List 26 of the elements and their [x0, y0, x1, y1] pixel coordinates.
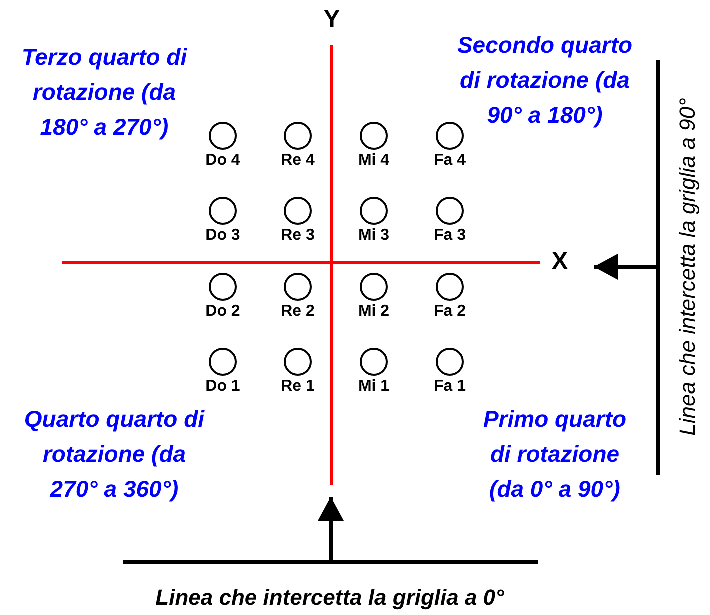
circle-label: Do 1 — [204, 378, 242, 396]
circle-label: Mi 4 — [357, 152, 391, 170]
circle-label: Do 4 — [204, 152, 242, 170]
line-caption: Linea che intercetta la griglia a 90° — [675, 98, 701, 436]
line-caption: Linea che intercetta la griglia a 0° — [154, 584, 506, 612]
circle-label: Fa 1 — [432, 378, 467, 396]
quadrant-label: Primo quarto di rotazione (da 0° a 90°) — [482, 405, 628, 504]
arrow — [318, 497, 344, 560]
circle-label: Re 2 — [280, 303, 316, 321]
quadrant-label: Terzo quarto di rotazione (da 180° a 270°) — [20, 43, 188, 142]
quadrant-label: Quarto quarto di rotazione (da 270° a 360°) — [23, 405, 206, 504]
arrow — [594, 254, 656, 280]
axis-label: Y — [322, 6, 341, 34]
circle-label: Re 3 — [280, 227, 316, 245]
quadrant-label: Secondo quarto di rotazione (da 90° a 180°) — [456, 31, 634, 130]
circle-label: Re 4 — [280, 152, 316, 170]
axis-label: X — [550, 248, 569, 276]
circle-label: Re 1 — [280, 378, 316, 396]
circle-label: Mi 3 — [357, 227, 391, 245]
circle-label: Do 3 — [204, 227, 242, 245]
circle-label: Fa 3 — [432, 227, 467, 245]
circle-label: Do 2 — [204, 303, 242, 321]
circle-label: Mi 1 — [357, 378, 391, 396]
circle-label: Fa 4 — [432, 152, 467, 170]
circle-label: Mi 2 — [357, 303, 391, 321]
circle-label: Fa 2 — [432, 303, 467, 321]
